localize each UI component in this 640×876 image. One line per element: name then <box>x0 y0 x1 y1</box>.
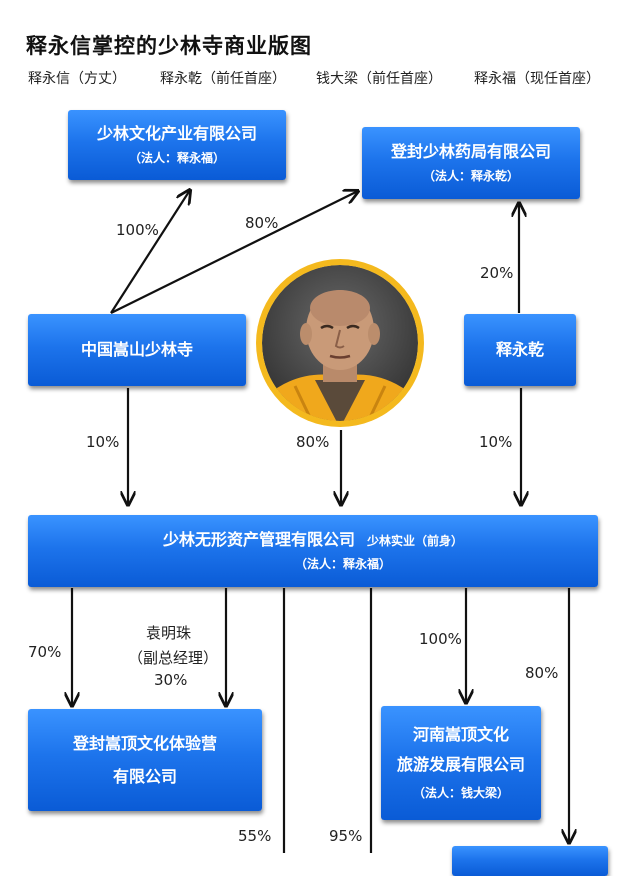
node-title: 中国嵩山少林寺 <box>80 340 193 360</box>
pct-wuxing-bottom-right: 80% <box>525 664 559 682</box>
subtitle-person-4: 释永福（现任首座） <box>474 71 600 87</box>
node-predecessor-note: 少林实业（前身） <box>367 534 464 549</box>
node-title-line2: 旅游发展有限公司 <box>396 754 525 774</box>
subtitle-person-2: 释永乾（前任首座） <box>160 71 286 87</box>
node-title-line1: 河南嵩顶文化 <box>412 725 509 745</box>
arrow-temple-pharmacy <box>110 191 358 314</box>
pct-bottom-a: 55% <box>238 827 272 845</box>
monk-portrait-icon <box>256 259 424 427</box>
node-dengfeng-pharmacy: 登封少林药局有限公司 （法人：释永乾） <box>362 127 580 199</box>
node-title: 登封少林药局有限公司 <box>390 142 551 162</box>
node-legal-rep: （法人：释永福） <box>128 150 225 165</box>
node-title: 少林无形资产管理有限公司 <box>162 530 355 550</box>
pct-wuxing-henan: 100% <box>419 630 462 648</box>
node-title-line2: 有限公司 <box>112 767 177 786</box>
node-legal-rep: （法人：释永乾） <box>422 168 519 183</box>
subtitle-person-3: 钱大梁（前任首座） <box>316 71 442 87</box>
pct-wuxing-camp: 70% <box>28 643 62 661</box>
connector-lines <box>0 0 640 853</box>
pct-person-wuxing: 80% <box>296 433 330 451</box>
arrow-temple-culture <box>110 190 190 314</box>
node-songshan-temple: 中国嵩山少林寺 <box>28 314 246 386</box>
pct-temple-culture: 100% <box>116 221 159 239</box>
node-shaolin-culture: 少林文化产业有限公司 （法人：释永福） <box>68 110 286 180</box>
node-title-line1: 登封嵩顶文化体验营 <box>72 733 217 753</box>
node-bottom-right-partial <box>452 846 608 876</box>
yuan-mingzhu-role: （副总经理） <box>128 649 219 667</box>
pct-yuan-camp: 30% <box>154 671 188 689</box>
node-title: 少林文化产业有限公司 <box>96 124 257 144</box>
node-legal-rep: （法人：钱大梁） <box>412 785 509 800</box>
node-title: 释永乾 <box>495 340 544 360</box>
yuan-mingzhu-name: 袁明珠 <box>146 624 192 642</box>
pct-yongqian-pharmacy: 20% <box>480 264 514 282</box>
node-legal-rep: （法人：释永福） <box>294 556 391 571</box>
pct-yongqian-wuxing: 10% <box>479 433 513 451</box>
node-dengfeng-songding-camp: 登封嵩顶文化体验营 有限公司 <box>28 709 262 811</box>
subtitle-person-1: 释永信（方丈） <box>28 71 126 87</box>
page-title: 释永信掌控的少林寺商业版图 <box>26 34 312 58</box>
node-wuxing-asset-mgmt: 少林无形资产管理有限公司 少林实业（前身） （法人：释永福） <box>28 515 598 587</box>
pct-temple-pharmacy: 80% <box>245 214 279 232</box>
node-shi-yongqian: 释永乾 <box>464 314 576 386</box>
node-henan-songding-tourism: 河南嵩顶文化 旅游发展有限公司 （法人：钱大梁） <box>381 706 541 820</box>
pct-temple-wuxing: 10% <box>86 433 120 451</box>
pct-bottom-b: 95% <box>329 827 363 845</box>
